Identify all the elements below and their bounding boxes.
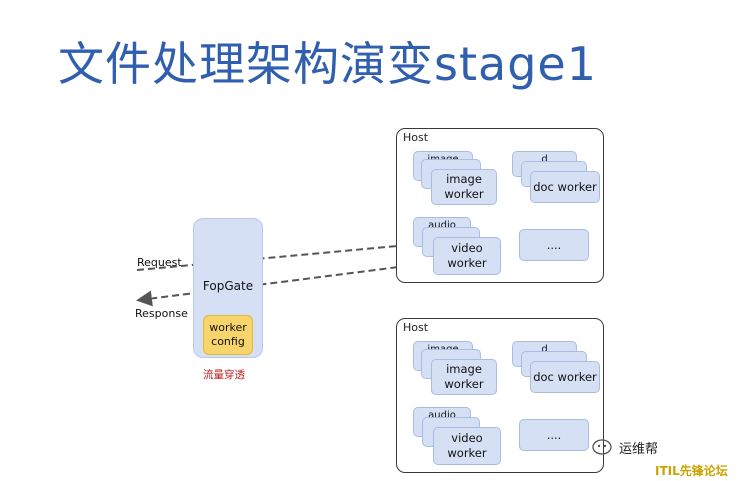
host-bottom: Host image image worker d doc worker aud… [396, 318, 604, 473]
fopgate-box: FopGate worker config [193, 218, 263, 358]
request-label: Request [137, 256, 182, 269]
doc-worker-label: doc worker [533, 179, 597, 194]
doc-worker-card: doc worker [530, 361, 600, 393]
video-worker-card: video worker [433, 237, 501, 275]
host-top: Host image image worker d doc worker aud… [396, 128, 604, 283]
response-arrow [136, 262, 431, 307]
video-worker-card: video worker [433, 427, 501, 465]
host-top-label: Host [403, 131, 429, 144]
image-worker-label: image worker [444, 362, 484, 391]
more-workers-label: .... [546, 427, 562, 442]
image-worker-card: image worker [431, 359, 497, 395]
image-worker-card: image worker [431, 169, 497, 205]
more-workers-card: .... [519, 419, 589, 451]
doc-worker-label: doc worker [533, 369, 597, 384]
video-worker-label: video worker [447, 241, 487, 270]
gateway-caption: 流量穿透 [203, 369, 245, 381]
fopgate-label: FopGate [202, 279, 254, 293]
more-workers-card: .... [519, 229, 589, 261]
response-label: Response [135, 307, 188, 320]
slide-title: 文件处理架构演变stage1 [58, 37, 597, 91]
watermark-name: 运维帮 [619, 442, 659, 457]
host-bottom-label: Host [403, 321, 429, 334]
worker-config-box: worker config [203, 315, 253, 355]
video-worker-label: video worker [447, 431, 487, 460]
wechat-icon [592, 439, 612, 455]
worker-config-label: worker config [209, 321, 247, 348]
doc-worker-card: doc worker [530, 171, 600, 203]
watermark-forum: ITIL先锋论坛 [655, 464, 728, 478]
request-arrow [136, 236, 434, 271]
image-worker-label: image worker [444, 172, 484, 201]
more-workers-label: .... [546, 237, 562, 252]
